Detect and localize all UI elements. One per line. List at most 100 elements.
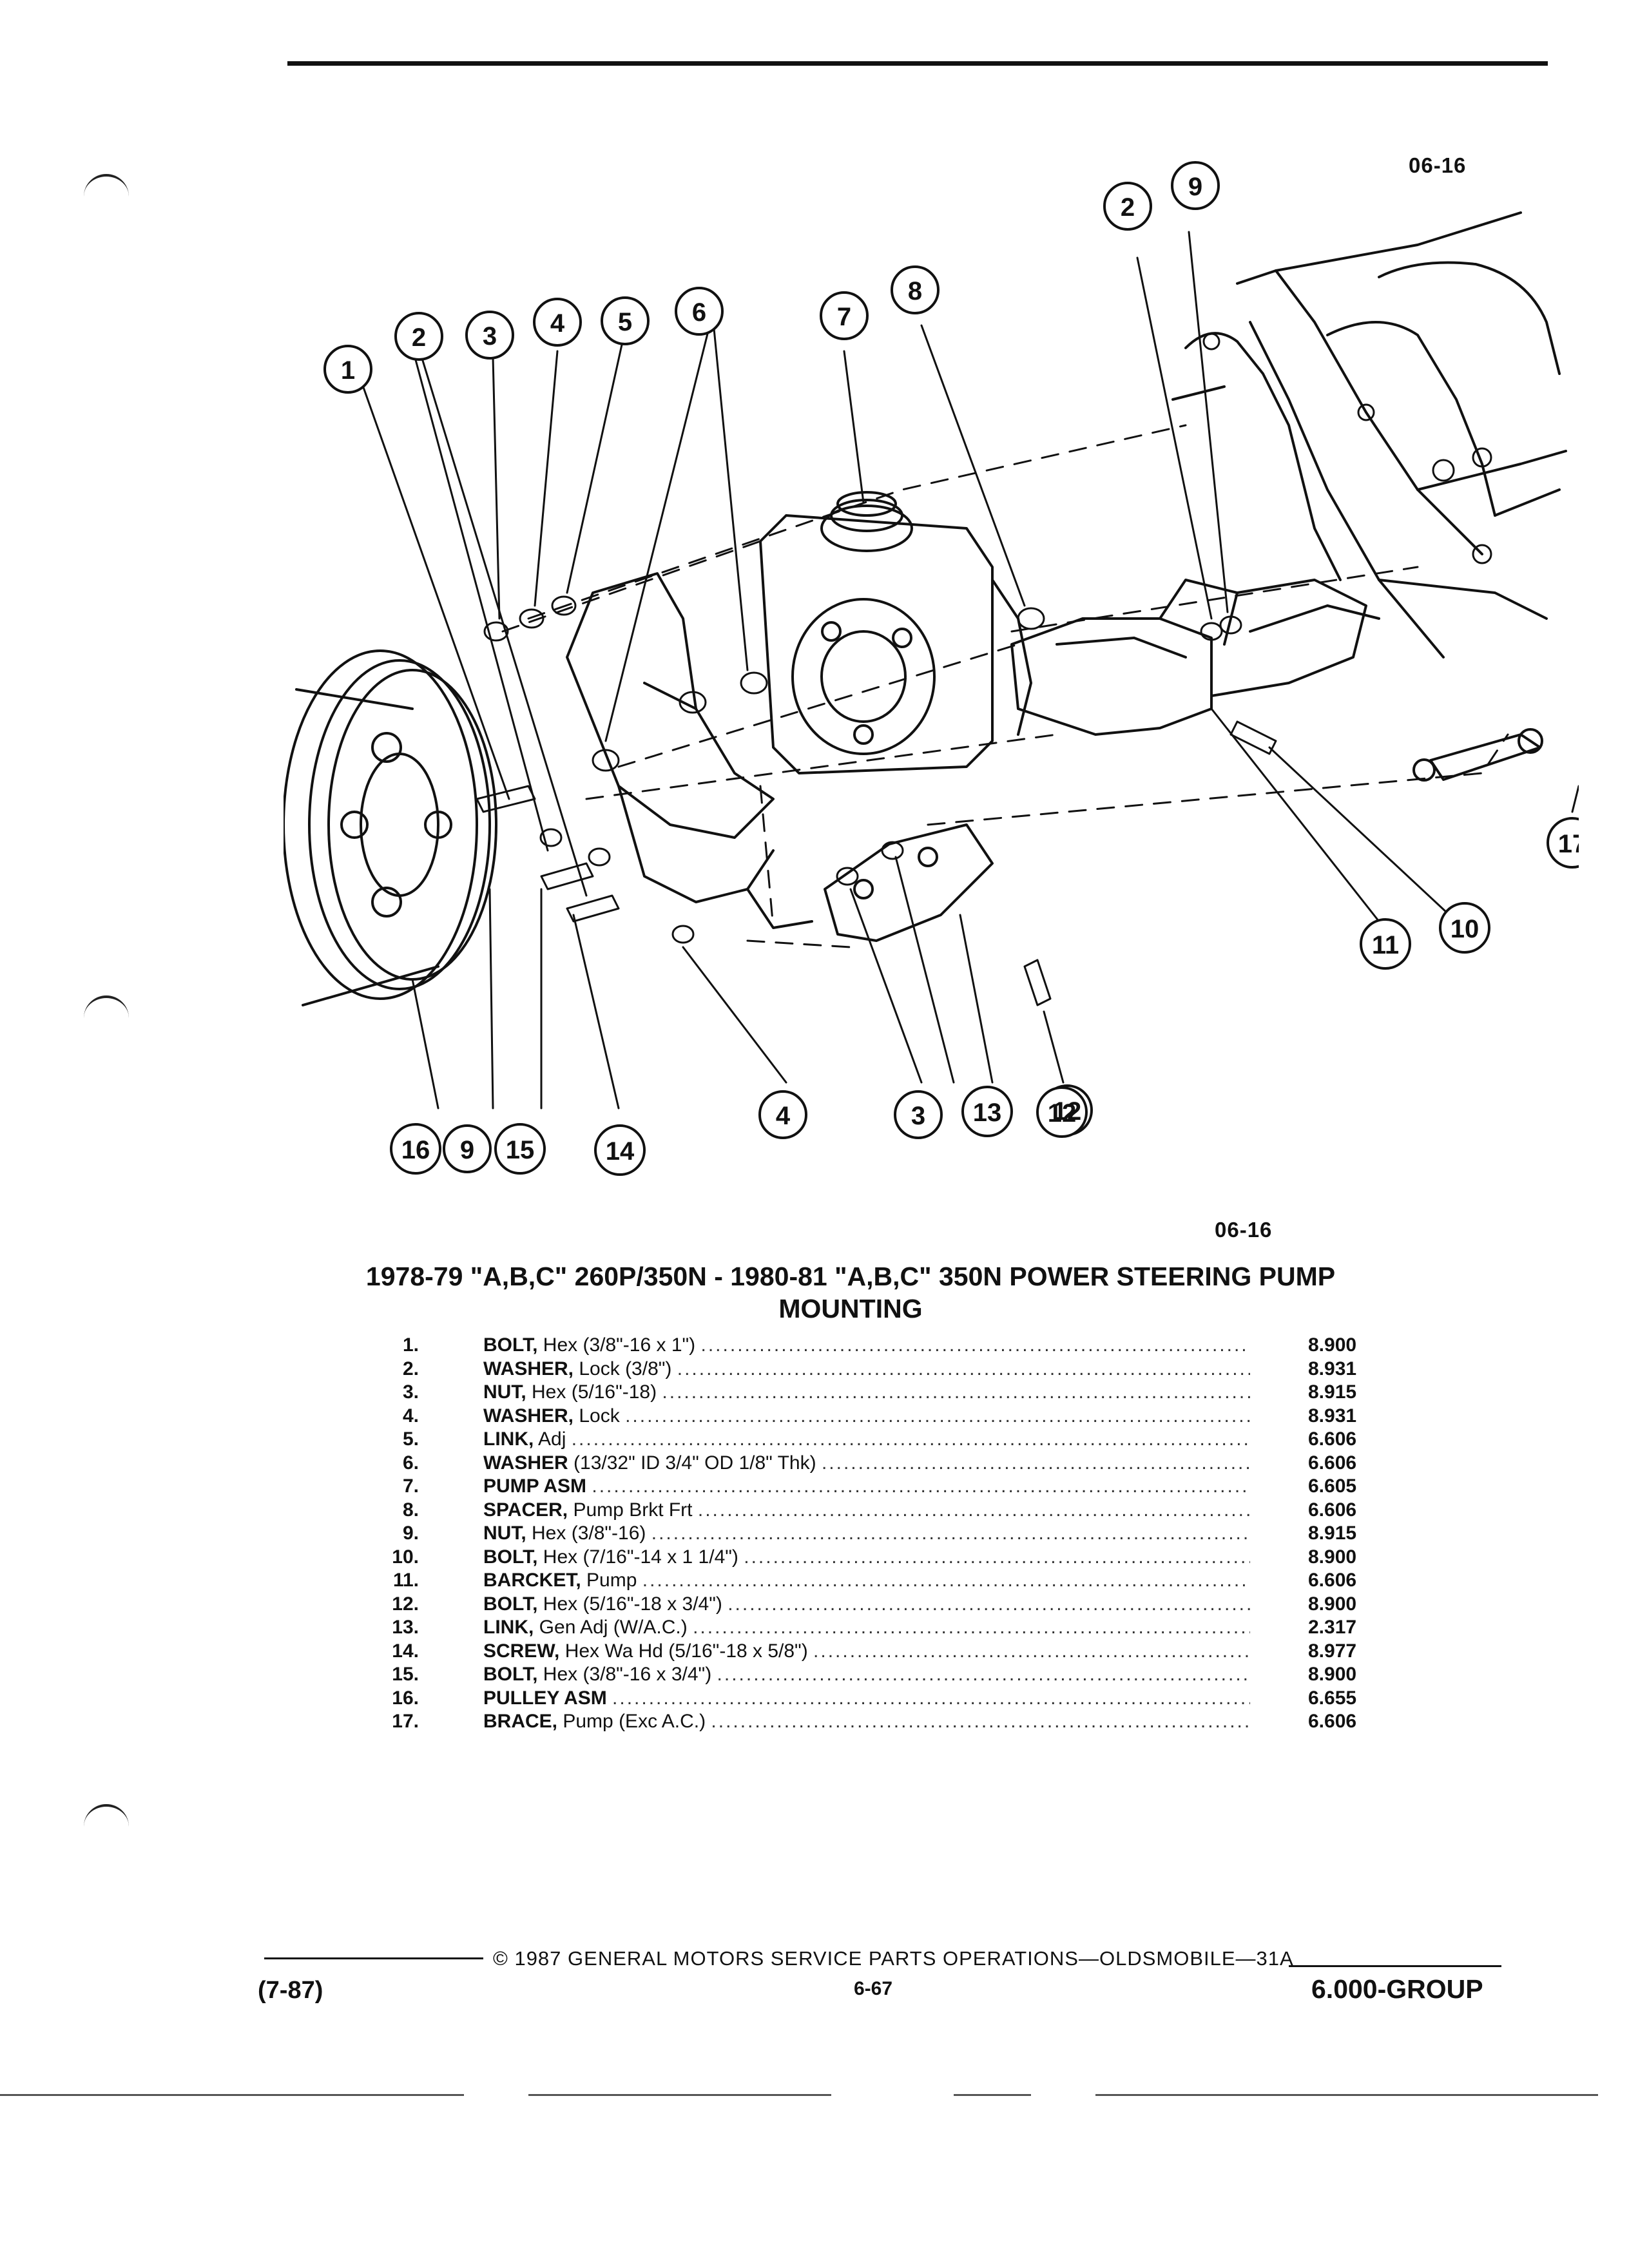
group-number: 8.931: [1308, 1358, 1357, 1379]
callout-2: [394, 312, 443, 361]
callout-label: 1: [341, 356, 355, 385]
bottom-edge-line: [528, 2094, 831, 2096]
part-spec: Hex (5/16"-18 x 3/4"): [543, 1593, 722, 1615]
part-number: 14.: [392, 1640, 419, 1662]
part-number: 12.: [392, 1593, 419, 1615]
group-number: 6.606: [1308, 1570, 1357, 1591]
engine-block-drawing: [1171, 211, 1567, 658]
part-name: NUT,: [483, 1381, 526, 1403]
callout-label: 10: [1451, 915, 1480, 943]
part-row: 5. LINK, Adj ............................…: [361, 1428, 1405, 1452]
callout-label: 13: [973, 1099, 1002, 1127]
callout-label: 4: [550, 309, 565, 338]
leader-dots: ........................................…: [662, 1381, 1250, 1403]
part-name: SPACER,: [483, 1499, 568, 1521]
callout-4b: [758, 1090, 807, 1139]
bottom-edge-line: [954, 2094, 1031, 2096]
part-number: 15.: [392, 1664, 419, 1685]
part-spec: Hex (3/8"-16 x 1"): [543, 1334, 696, 1356]
brace-drawing: [1412, 728, 1543, 782]
part-number: 5.: [402, 1428, 419, 1450]
callout-label: 4: [776, 1102, 791, 1130]
part-row: 14.SCREW, Hex Wa Hd (5/16"-18 x 5/8") ..…: [361, 1640, 1405, 1664]
part-name: BOLT,: [483, 1546, 538, 1568]
group-number: 8.915: [1308, 1523, 1357, 1544]
part-number: 6.: [402, 1452, 419, 1474]
callout-17: [1547, 817, 1579, 869]
part-row: 3.NUT, Hex (5/16"-18) ..................…: [361, 1381, 1405, 1405]
adjust-link-drawing: [824, 823, 994, 942]
part-name: LINK,: [483, 1428, 534, 1450]
engine-bolt-drawing: [1202, 332, 1492, 564]
callout-label: 3: [483, 322, 497, 351]
part-description: LINK, Gen Adj (W/A.C.) .................…: [483, 1616, 1250, 1639]
callout-12b: [1036, 1086, 1088, 1138]
leader-dots: ........................................…: [697, 1499, 1250, 1521]
footer-page-number: 6-67: [854, 1978, 893, 1999]
part-description: BRACE, Pump (Exc A.C.) .................…: [483, 1710, 1250, 1733]
figure-code-caption: 06-16: [1215, 1218, 1273, 1242]
callout-2b: [1103, 182, 1152, 231]
callout-4: [533, 298, 582, 347]
part-row: 4.WASHER, Lock .........................…: [361, 1405, 1405, 1428]
part-description: BOLT, Hex (3/8"-16 x 1") ...............…: [483, 1334, 1250, 1357]
leader-lines: [360, 231, 1579, 1110]
callout-label: 17: [1558, 830, 1579, 858]
part-name: LINK,: [483, 1617, 534, 1638]
part-name: BOLT,: [483, 1664, 538, 1685]
callout-label: 2: [1121, 193, 1135, 222]
leader-dots: ........................................…: [717, 1664, 1250, 1685]
footer-group-number: 6.000-GROUP: [1311, 1974, 1483, 2004]
part-name: WASHER,: [483, 1358, 574, 1379]
part-row: 7.PUMP ASM .............................…: [361, 1475, 1405, 1499]
callouts: [323, 161, 1579, 1176]
part-spec: Lock (3/8"): [579, 1358, 672, 1379]
alignment-dashes: [501, 424, 1509, 948]
group-number: 8.900: [1308, 1593, 1357, 1615]
callout-3: [465, 311, 514, 360]
bottom-edge-line: [1095, 2094, 1598, 2096]
part-description: SPACER, Pump Brkt Frt ..................…: [483, 1499, 1250, 1522]
part-name: PULLEY ASM: [483, 1687, 607, 1709]
part-description: WASHER, Lock (3/8") ....................…: [483, 1358, 1250, 1381]
callout-label: 14: [606, 1137, 635, 1166]
part-number: 13.: [392, 1617, 419, 1638]
callout-label: 3: [911, 1102, 925, 1130]
footer-rule-right: [1289, 1965, 1501, 1967]
part-spec: Pump (Exc A.C.): [563, 1711, 706, 1732]
callout-label: 12: [1048, 1099, 1077, 1128]
fastener-drawings: [476, 595, 1277, 1006]
part-name: WASHER: [483, 1452, 568, 1474]
footer-copyright: © 1987 GENERAL MOTORS SERVICE PARTS OPER…: [493, 1947, 1294, 1970]
callout-label: 6: [692, 298, 706, 327]
part-description: WASHER (13/32" ID 3/4" OD 1/8" Thk) ....…: [483, 1452, 1250, 1475]
exploded-diagram: 1 2 3 4 5 6 7 8 2 9 17 11 10 12 4 3 13 1…: [284, 161, 1579, 1176]
part-spec: Hex (5/16"-18): [532, 1381, 657, 1403]
leader-dots: ........................................…: [711, 1711, 1250, 1732]
callout-6: [675, 287, 724, 336]
part-spec: Hex (3/8"-16): [532, 1523, 646, 1544]
leader-dots: ........................................…: [592, 1475, 1250, 1497]
callout-13: [961, 1086, 1013, 1137]
part-number: 1.: [402, 1334, 419, 1356]
part-number: 4.: [402, 1405, 419, 1427]
callout-9: [1171, 161, 1220, 210]
callout-14: [594, 1124, 646, 1176]
part-row: 10.BOLT, Hex (7/16"-14 x 1 1/4") .......…: [361, 1546, 1405, 1570]
part-name: NUT,: [483, 1523, 526, 1544]
part-description: BARCKET, Pump ..........................…: [483, 1569, 1250, 1592]
leader-dots: ........................................…: [744, 1546, 1250, 1568]
callout-8: [891, 265, 940, 314]
bottom-edge-line: [0, 2094, 464, 2096]
page-title-line2: MOUNTING: [778, 1294, 923, 1323]
part-description: BOLT, Hex (5/16"-18 x 3/4") ............…: [483, 1593, 1250, 1616]
part-number: 8.: [402, 1499, 419, 1521]
figure-code-top: 06-16: [1409, 153, 1467, 177]
part-description: LINK, Adj ..............................…: [483, 1428, 1250, 1451]
part-name: SCREW,: [483, 1640, 560, 1662]
group-number: 6.655: [1308, 1687, 1357, 1709]
callout-label: 9: [1188, 173, 1202, 201]
binder-hole-mark: [84, 174, 129, 202]
part-row: 2. WASHER, Lock (3/8") ..................…: [361, 1358, 1405, 1381]
part-number: 2.: [402, 1358, 419, 1379]
